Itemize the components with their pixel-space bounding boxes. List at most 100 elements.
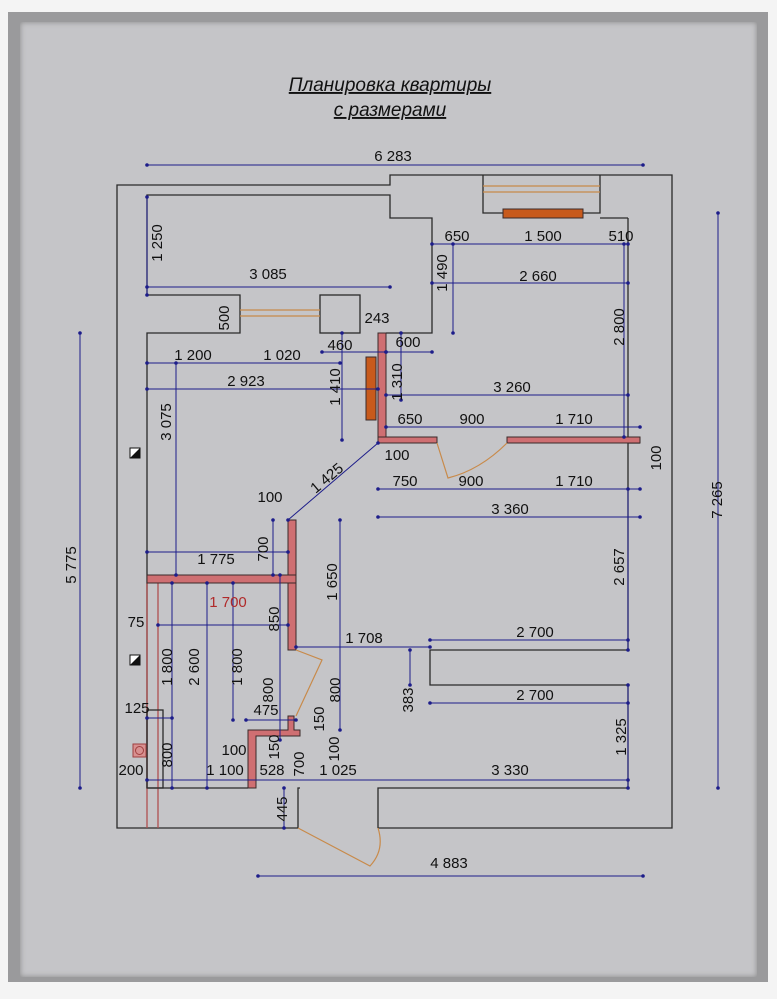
- dimension-tick: [376, 487, 380, 491]
- dimension-label: 500: [216, 305, 233, 330]
- dimension-label: 1 700: [209, 594, 247, 611]
- dimension-label: 460: [327, 337, 352, 354]
- dimension-tick: [638, 487, 642, 491]
- dimension-label: 800: [260, 677, 277, 702]
- dimension-tick: [340, 438, 344, 442]
- dimension-tick: [428, 701, 432, 705]
- dimension-label: 100: [384, 447, 409, 464]
- dimension-tick: [282, 786, 286, 790]
- dimension-label: 1 500: [524, 228, 562, 245]
- dimension-tick: [278, 738, 282, 742]
- dimension-label: 1 775: [197, 551, 235, 568]
- dimension-tick: [338, 361, 342, 365]
- dimension-label: 528: [259, 762, 284, 779]
- dimension-label: 1 800: [159, 648, 176, 686]
- dimension-tick: [376, 387, 380, 391]
- dimension-tick: [78, 331, 82, 335]
- dimension-tick: [626, 242, 630, 246]
- partitions: [146, 332, 641, 789]
- dimension-tick: [145, 387, 149, 391]
- dimension-label: 3 075: [158, 403, 175, 441]
- dimension-tick: [170, 581, 174, 585]
- riser-circle: [135, 746, 144, 755]
- dimension-tick: [205, 786, 209, 790]
- dimension-tick: [170, 716, 174, 720]
- dimension-tick: [271, 573, 275, 577]
- dimension-tick: [626, 683, 630, 687]
- dimension-label: 2 660: [519, 268, 557, 285]
- dimension-tick: [145, 778, 149, 782]
- dimension-tick: [145, 285, 149, 289]
- dimension-label: 1 490: [434, 254, 451, 292]
- dimension-label: 1 650: [324, 563, 341, 601]
- dimension-tick: [376, 515, 380, 519]
- dimension-label: 7 265: [709, 481, 726, 519]
- dimension-label: 650: [444, 228, 469, 245]
- dimension-tick: [320, 350, 324, 354]
- dimension-tick: [428, 645, 432, 649]
- dimension-label: 750: [392, 473, 417, 490]
- dimension-tick: [641, 874, 645, 878]
- dimension-label: 200: [118, 762, 143, 779]
- dimension-label: 3 260: [493, 379, 531, 396]
- dimension-tick: [626, 393, 630, 397]
- dimension-label: 1 250: [149, 224, 166, 262]
- walls: [116, 174, 673, 829]
- dimension-tick: [294, 645, 298, 649]
- dimension-tick: [338, 518, 342, 522]
- dimension-tick: [338, 728, 342, 732]
- dimension-tick: [271, 518, 275, 522]
- dimension-tick: [430, 242, 434, 246]
- riser-icon: [132, 743, 147, 758]
- dimension-tick: [340, 331, 344, 335]
- dimension-tick: [388, 285, 392, 289]
- dimension-tick: [145, 195, 149, 199]
- dimension-label: 1 800: [229, 648, 246, 686]
- dimension-tick: [451, 331, 455, 335]
- dimension-tick: [145, 293, 149, 297]
- dimension-tick: [384, 393, 388, 397]
- dimension-label: 150: [311, 706, 328, 731]
- dimension-tick: [626, 778, 630, 782]
- dimension-label: 2 657: [611, 548, 628, 586]
- dimension-label: 4 883: [430, 855, 468, 872]
- dimension-tick: [638, 515, 642, 519]
- dimension-tick: [156, 623, 160, 627]
- dimension-tick: [205, 581, 209, 585]
- dimension-tick: [399, 398, 403, 402]
- dimension-label: 3 330: [491, 762, 529, 779]
- dimension-label: 2 923: [227, 373, 265, 390]
- dimension-tick: [408, 648, 412, 652]
- dimension-label: 2 700: [516, 687, 554, 704]
- dimension-tick: [626, 638, 630, 642]
- dimension-label: 100: [221, 742, 246, 759]
- dimension-tick: [716, 211, 720, 215]
- dimension-tick: [641, 163, 645, 167]
- dimension-label: 2 800: [611, 308, 628, 346]
- dimension-label: 75: [128, 614, 145, 631]
- dimension-tick: [145, 361, 149, 365]
- dimension-label: 2 600: [186, 648, 203, 686]
- dimension-label: 700: [255, 536, 272, 561]
- dimension-label: 1 025: [319, 762, 357, 779]
- dimension-tick: [294, 718, 298, 722]
- dimension-label: 510: [608, 228, 633, 245]
- dimension-tick: [399, 331, 403, 335]
- dimension-label: 243: [364, 310, 389, 327]
- dimension-tick: [256, 874, 260, 878]
- dimension-label: 800: [159, 742, 176, 767]
- dimension-label: 445: [274, 796, 291, 821]
- dimension-tick: [145, 716, 149, 720]
- dimension-tick: [174, 573, 178, 577]
- dimension-tick: [626, 786, 630, 790]
- dimension-lines: [78, 163, 720, 878]
- dimension-label: 800: [327, 677, 344, 702]
- dimension-tick: [170, 786, 174, 790]
- dimension-label: 1 425: [307, 460, 347, 497]
- dimension-tick: [174, 361, 178, 365]
- dimension-label: 6 283: [374, 148, 412, 165]
- dimension-label: 1 325: [613, 718, 630, 756]
- dimension-tick: [430, 350, 434, 354]
- dimension-tick: [231, 718, 235, 722]
